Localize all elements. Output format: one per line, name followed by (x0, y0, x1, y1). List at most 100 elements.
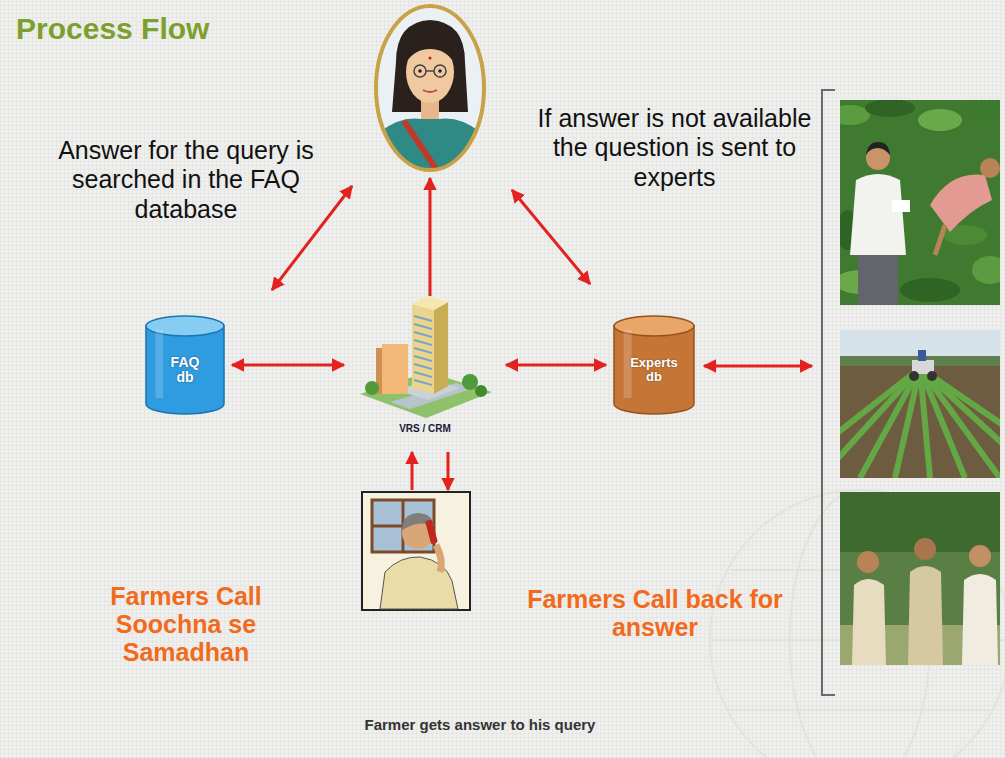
cylinder-body (146, 326, 224, 414)
field-photos (866, 142, 890, 155)
operator-portrait (392, 20, 468, 112)
field-photos (858, 250, 898, 305)
node-label: FAQ db (165, 355, 205, 386)
annotation-text: Answer for the query is searched in the … (30, 136, 342, 224)
flow-arrows (429, 178, 432, 296)
diagram-title: Process Flow (16, 12, 209, 46)
flow-arrow (232, 364, 344, 367)
node-text-group: VRS / CRM (352, 423, 498, 434)
call-label: Farmers Call back for answer (505, 585, 805, 641)
field-photos (840, 492, 1000, 665)
building-part (434, 302, 448, 394)
building-window (414, 372, 432, 377)
flow-arrows (512, 190, 590, 284)
building-part (475, 385, 487, 397)
flow-arrow (506, 364, 606, 367)
flow-arrows (272, 186, 352, 290)
farmer-on-phone (372, 500, 434, 552)
building-part (462, 374, 478, 390)
field-photos (840, 100, 1000, 305)
caption: Farmer gets answer to his query (250, 716, 710, 733)
farmer-on-phone (362, 492, 470, 610)
annotation-text: If answer is not available the question … (532, 104, 817, 192)
operator-portrait (376, 6, 484, 170)
farmer-on-phone (436, 545, 441, 572)
field-photos (822, 90, 835, 695)
field-photos (920, 368, 1000, 478)
database-cylinder: Experts db (614, 316, 694, 414)
building-part (382, 344, 408, 394)
field-photos (865, 100, 915, 117)
cylinder-body (614, 326, 694, 414)
flow-arrows (447, 452, 450, 490)
field-photos (892, 200, 910, 212)
farmer-on-phone (425, 519, 438, 544)
building-window (414, 364, 432, 369)
operator-portrait (370, 6, 492, 178)
flow-arrows (704, 365, 812, 368)
farmer-on-phone (362, 492, 470, 610)
operator-portrait (426, 70, 434, 72)
field-photos (895, 368, 920, 478)
building-window (414, 348, 432, 353)
field-photos (908, 566, 943, 665)
faint-globe (710, 490, 1005, 758)
field-photos (962, 574, 998, 665)
building-window (414, 332, 432, 337)
operator-portrait (434, 65, 446, 77)
field-photos (857, 551, 879, 573)
field-photos (930, 174, 992, 232)
field-photos (900, 278, 960, 302)
field-photos (914, 538, 936, 560)
operator-portrait (418, 69, 422, 73)
building-part (412, 304, 434, 394)
field-photos (840, 368, 920, 478)
operator-portrait (428, 56, 431, 59)
faint-globe (730, 709, 990, 711)
field-photos (840, 492, 1000, 665)
field-photos (860, 368, 920, 478)
operator-portrait (405, 38, 455, 64)
cylinder-shine (155, 330, 163, 398)
flow-arrows (272, 178, 812, 490)
field-photos (965, 100, 1000, 120)
node-text-group: Experts db (626, 356, 682, 385)
field-photos (852, 579, 886, 665)
server-building: VRS / CRM (352, 290, 498, 442)
building-window (414, 316, 432, 321)
field-photos (972, 256, 1000, 284)
field-photos (969, 545, 991, 567)
field-photos (909, 371, 919, 381)
building-part (365, 381, 379, 395)
farmer-on-phone (380, 557, 458, 609)
field-photos (920, 368, 1000, 478)
building-part (412, 296, 448, 310)
building-window (414, 324, 432, 329)
field-photos (840, 368, 920, 478)
field-photos (918, 350, 926, 361)
call-label: Farmers Call Soochna se Samadhan (86, 582, 286, 666)
database-cylinder: FAQ db (146, 316, 224, 414)
node-label: VRS / CRM (352, 423, 498, 434)
server-building-outline (352, 290, 498, 422)
faint-globe (710, 490, 1005, 758)
node-text-group: FAQ db (165, 355, 205, 386)
operator-portrait (423, 90, 437, 92)
field-photos (927, 371, 937, 381)
field-photos (850, 174, 906, 255)
building-window (414, 356, 432, 361)
building-window (414, 380, 432, 385)
operator-portrait (438, 69, 442, 73)
field-photos (980, 158, 1000, 178)
flow-arrows (411, 452, 414, 490)
operator-portrait (414, 65, 426, 77)
field-photos (840, 330, 1000, 478)
field-photos (935, 225, 945, 255)
node-label: Experts db (626, 356, 682, 385)
building-drawing (360, 296, 492, 418)
field-photos (780, 90, 1005, 695)
field-photos (920, 368, 1000, 478)
field-photos (840, 368, 1000, 478)
building-window (414, 340, 432, 345)
field-photos (918, 109, 962, 131)
